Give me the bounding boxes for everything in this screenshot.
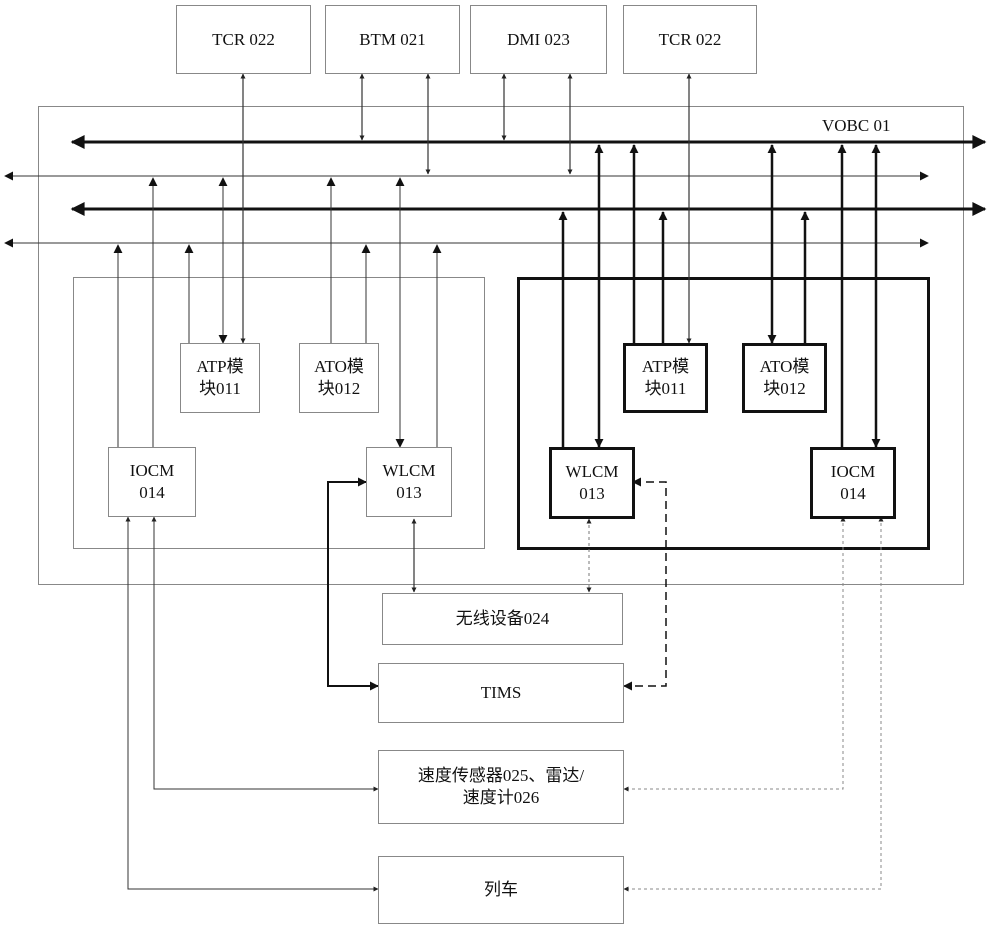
tims-box: TIMS [378,663,624,723]
right-atp-line2: 块011 [644,379,687,398]
left-ato-line2: 块012 [317,379,361,398]
tcr-box-left: TCR 022 [176,5,311,74]
wireless-device-box: 无线设备024 [382,593,623,645]
left-iocm-line1: IOCM [129,461,175,480]
right-ato-line2: 块012 [763,379,806,398]
left-atp-module: ATP模 块011 [180,343,260,413]
left-iocm-line2: 014 [139,483,165,502]
right-iocm-line1: IOCM [830,462,876,481]
left-ato-module: ATO模 块012 [299,343,379,413]
speed-sensor-line1: 速度传感器025、雷达/ [417,766,585,785]
right-ato-module: ATO模 块012 [742,343,827,413]
btm-label: BTM 021 [359,29,426,49]
left-iocm-module: IOCM 014 [108,447,196,517]
tcr-left-label: TCR 022 [212,29,275,49]
tims-label: TIMS [480,683,522,702]
speed-sensor-line2: 速度计026 [462,788,540,807]
right-subsystem-links [558,144,881,514]
right-iocm-line2: 014 [840,484,866,503]
left-ato-line1: ATO模 [314,357,364,376]
bottom-links [125,477,884,892]
right-atp-line1: ATP模 [641,357,690,376]
left-atp-line2: 块011 [199,379,241,398]
external-links [240,73,692,344]
dmi-box: DMI 023 [470,5,607,74]
right-iocm-module: IOCM 014 [810,447,896,519]
left-atp-line1: ATP模 [196,357,244,376]
right-wlcm-module: WLCM 013 [549,447,635,519]
dmi-label: DMI 023 [507,29,570,49]
train-label: 列车 [484,880,518,899]
left-subsystem-links [113,177,442,448]
tcr-box-right: TCR 022 [623,5,757,74]
btm-box: BTM 021 [325,5,460,74]
vobc-label: VOBC 01 [822,116,891,135]
right-ato-line1: ATO模 [759,357,810,376]
right-wlcm-line2: 013 [579,484,605,503]
left-wlcm-line1: WLCM [382,461,436,480]
speed-sensor-box: 速度传感器025、雷达/ 速度计026 [378,750,624,824]
wireless-label: 无线设备024 [455,609,550,628]
right-wlcm-line1: WLCM [565,462,619,481]
left-wlcm-line2: 013 [396,483,422,502]
tcr-right-label: TCR 022 [658,29,722,49]
train-box: 列车 [378,856,624,924]
left-wlcm-module: WLCM 013 [366,447,452,517]
vobc-frame [38,106,964,585]
right-atp-module: ATP模 块011 [623,343,708,413]
